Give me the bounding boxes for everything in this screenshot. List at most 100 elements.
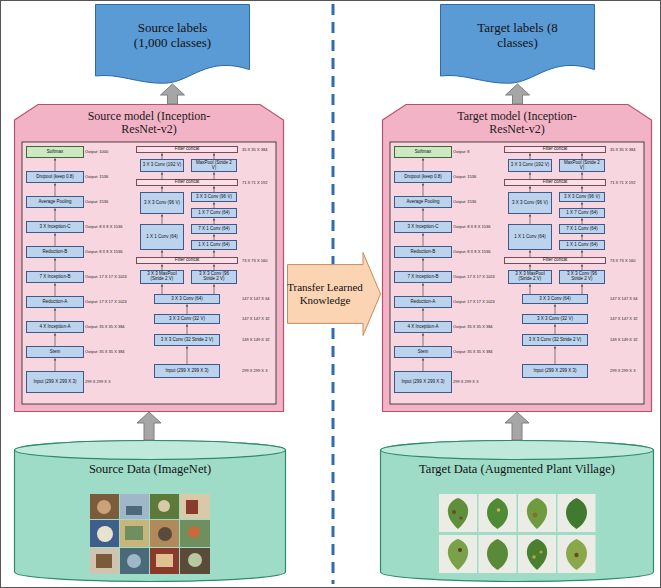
layer-box: Input (299 X 299 X 3) [522,364,588,378]
output-size-label: Output: 8 X 8 X 1536 [85,250,122,254]
node-text: 1 X 1 Conv (64) [198,243,230,248]
arrow-head [186,346,188,349]
node-text: 3 X 3 Conv (192 V) [511,163,549,168]
output-size-label: Output: 8 X 8 X 1536 [453,225,490,229]
arrow-head [581,202,583,205]
arrow-head [161,186,163,189]
output-size-label: Output: 17 X 17 X 1024 [453,275,495,279]
connector-line [162,287,163,295]
node-text: Average Pooling [39,200,72,205]
arrow-head [213,250,215,253]
flow-arrow [422,183,424,196]
node-text: 3 X Inception-C [39,225,70,230]
model-panel: Target model (Inception-ResNet-v2)Softma… [382,104,652,412]
arrow-head [186,324,188,327]
arrow-head [581,218,583,221]
node-text: Reduction-B [411,250,436,255]
flow-arrow [554,304,556,314]
node-text: MaxPool (Stride 2 V) [562,161,603,171]
flow-arrow [422,283,424,296]
output-size-label: Output: 8 X 8 X 1536 [453,250,490,254]
flow-arrow [422,333,424,346]
layer-box: Average Pooling [26,196,84,208]
flow-arrow [422,208,424,221]
layer-box: Input (299 X 299 X 3) [154,364,220,378]
layer-box: 1 X 1 Conv (64) [559,240,605,250]
block-arrow [505,412,529,440]
output-size-label: 149 X 149 X 32 [242,338,270,342]
arrow-head [422,283,424,286]
output-size-label: 299 X 299 X 3 [610,369,635,373]
arrow-head [422,183,424,186]
arrow-head [161,214,163,217]
layer-box: Input (299 X 299 X 3) [26,371,84,393]
arrow-shape [288,253,381,336]
arrow-head [213,153,215,156]
connector-line [582,287,583,295]
arrow-head [213,202,215,205]
block-arrow-shape [161,84,185,104]
node-text: Stem [50,350,61,355]
node-text: Source Data (ImageNet) [50,462,250,476]
arrow-head [422,233,424,236]
arrow-head [581,186,583,189]
output-size-label: Output: 1536 [85,200,108,204]
flow-arrow [422,358,424,371]
connector-line [162,217,163,225]
concat-bar: Filter concat [504,257,606,264]
connector-line [187,307,188,315]
imagenet-collage [90,494,210,574]
concat-bar: Filter concat [136,179,238,186]
node-text: Reduction-B [43,250,68,255]
layer-box: 3 X 3 Conv (96 V) [508,192,552,214]
arrow-head [161,284,163,287]
flow-arrow [54,233,56,246]
flow-arrow [422,308,424,321]
arrow-head [54,183,56,186]
layer-box: 3 X 3 MaxPool (Stride 2 V) [140,270,184,284]
output-size-label: Output: 1536 [85,175,108,179]
node-text: Input (299 X 299 X 3) [34,380,77,385]
output-size-label: Output: 17 X 17 X 1024 [85,275,127,279]
node-text: Target labels (8 classes) [475,21,560,51]
node-text: Target Data (Augmented Plant Village) [417,462,617,476]
node-text: 3 X 3 Conv (32 Stride 2 V) [529,338,582,343]
node-text: 3 X 3 MaxPool (Stride 2 V) [511,272,550,282]
arrow-head [54,233,56,236]
layer-box: 4 X Inception-A [26,321,84,333]
arrow-head [529,264,531,267]
node-text: 1 X 7 Conv (64) [566,211,598,216]
flow-arrow [54,283,56,296]
node-text: Source labels (1,000 classes) [130,21,215,51]
node-text: 3 X 3 Conv (96 V) [196,195,232,200]
block-arrow-shape [505,412,529,440]
arrow-head [581,234,583,237]
label-document: Source labels (1,000 classes) [95,4,250,84]
flow-arrow [581,250,583,257]
flow-arrow [54,258,56,271]
layer-box: MaxPool (Stride 2 V) [191,159,237,172]
node-text: 7 X Inception-B [408,275,439,280]
leaf-tile [479,535,517,573]
connector-line [423,361,424,372]
node-text: 7 X 1 Conv (64) [198,227,230,232]
node-text: 4 X Inception-A [408,325,439,330]
connector-line [187,327,188,335]
architecture-frame [390,142,644,404]
flow-arrow [581,172,583,179]
layer-box: 3 X 3 Conv (96 Stride 2 V) [191,270,237,284]
layer-box: 7 X 1 Conv (64) [559,224,605,234]
flow-arrow [213,284,215,294]
output-size-label: Output: 8 X 8 X 1536 [85,225,122,229]
flow-arrow [54,358,56,371]
panel-shape [15,105,284,412]
connector-line [555,327,556,335]
flow-arrow [529,214,531,224]
output-size-label: Output: 17 X 17 X 1024 [85,300,127,304]
arrow-head [422,158,424,161]
connector-line [55,286,56,297]
flow-arrow [186,324,188,334]
arrow-head [213,234,215,237]
layer-box: 3 X 3 Conv (96 Stride 2 V) [559,270,605,284]
